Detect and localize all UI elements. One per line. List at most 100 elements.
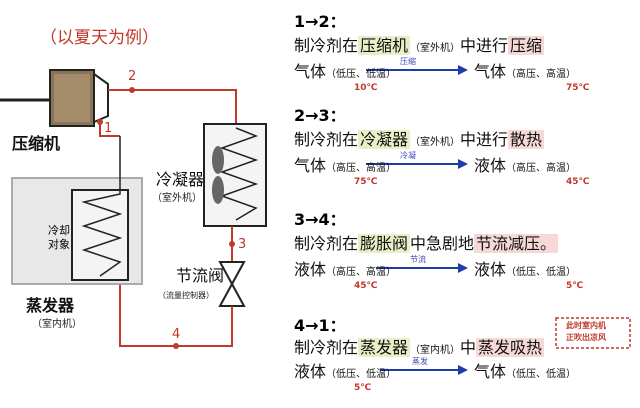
- step-3-to: 液体（低压、低温）: [474, 262, 576, 278]
- step-1-from-cond: （低压、低温）: [326, 69, 397, 80]
- compressor-head: [93, 72, 109, 124]
- step-4-to-state: 气体: [474, 362, 507, 381]
- step-1-to-state: 气体: [474, 62, 507, 81]
- step-2-to-cond: （高压、高温）: [506, 163, 577, 174]
- point-1-marker: [97, 119, 103, 125]
- point-1-label: 1: [104, 121, 113, 136]
- step-3-line: 制冷剂在膨胀阀中急剧地节流减压。: [294, 234, 559, 253]
- step-1-to: 气体（高压、高温）: [474, 64, 576, 80]
- valve-bottom-icon: [218, 281, 246, 307]
- compressor-fill: [54, 74, 90, 122]
- step-4-mid: 中: [460, 338, 477, 357]
- condenser-box: [203, 123, 267, 227]
- condenser-coil: [219, 127, 259, 221]
- step-3-from-cond: （高压、高温）: [326, 267, 397, 278]
- step-2-head: 2→3：: [294, 106, 346, 125]
- step-2-from-cond: （高压、高温）: [326, 163, 397, 174]
- evaporator-label: 蒸发器: [26, 296, 75, 315]
- expansion-sub-label: （流量控制器）: [158, 291, 214, 300]
- condenser-label: 冷凝器: [156, 170, 205, 189]
- step-2-from: 气体（高压、高温）: [294, 158, 396, 174]
- note-line-2: 正吹出凉风: [566, 333, 606, 342]
- step-3-to-state: 液体: [474, 260, 507, 279]
- step-2-mid: 中进行: [460, 130, 509, 149]
- step-3-mid: 中急剧地: [410, 234, 475, 253]
- point-3-label: 3: [238, 237, 247, 252]
- pipe-2: [108, 89, 237, 124]
- diagram-title: （以夏天为例）: [40, 28, 159, 48]
- step-3-temp-from: 45℃: [354, 281, 378, 291]
- point-2-marker: [129, 87, 135, 93]
- step-3-from-state: 液体: [294, 260, 327, 279]
- step-3-action: 节流减压。: [474, 234, 559, 253]
- point-4-marker: [173, 343, 179, 349]
- step-4-comp: 蒸发器: [358, 338, 411, 357]
- note-box: [555, 317, 631, 349]
- step-2-comp: 冷凝器: [358, 130, 411, 149]
- step-1-from-state: 气体: [294, 62, 327, 81]
- step-1-to-cond: （高压、高温）: [506, 69, 577, 80]
- valve-top-icon: [218, 261, 246, 287]
- arrow-2-head-icon: [458, 159, 468, 169]
- arrow-3-head-icon: [458, 263, 468, 273]
- step-1-mid: 中进行: [460, 36, 509, 55]
- step-4-pre: 制冷剂在: [294, 338, 359, 357]
- pipe-1: [99, 122, 120, 137]
- step-1-from: 气体（低压、低温）: [294, 64, 396, 80]
- step-3-to-cond: （低压、低温）: [506, 267, 577, 278]
- step-2-arrow-text: 冷凝: [400, 151, 416, 160]
- point-4-label: 4: [172, 327, 181, 342]
- step-1-arrow-text: 压缩: [400, 57, 416, 66]
- step-3-comp: 膨胀阀: [358, 234, 411, 253]
- step-2-to-state: 液体: [474, 156, 507, 175]
- compressor-label: 压缩机: [12, 134, 61, 153]
- step-4-comp-sub: （室内机）: [410, 345, 461, 356]
- step-2-pre: 制冷剂在: [294, 130, 359, 149]
- step-4-to: 气体（低压、低温）: [474, 364, 576, 380]
- evaporator-box: [71, 189, 129, 281]
- fan-blade-icon: [212, 176, 224, 204]
- step-1-action: 压缩: [508, 36, 545, 55]
- point-2-label: 2: [128, 69, 137, 84]
- step-2-to: 液体（高压、高温）: [474, 158, 576, 174]
- note-line-1: 此时室内机: [566, 321, 606, 330]
- step-1-comp: 压缩机: [358, 36, 411, 55]
- evaporator-sub-label: （室内机）: [32, 319, 82, 330]
- step-4-head: 4→1：: [294, 316, 346, 335]
- step-4-from-cond: （低压、低温）: [326, 369, 397, 380]
- step-4-from-state: 液体: [294, 362, 327, 381]
- cooling-object-label: 冷却对象: [48, 224, 70, 252]
- step-4-arrow-text: 蒸发: [412, 357, 428, 366]
- step-1-pre: 制冷剂在: [294, 36, 359, 55]
- step-2-temp-from: 75℃: [354, 177, 378, 187]
- expansion-label: 节流阀: [176, 266, 225, 285]
- step-1-temp-to: 75℃: [566, 83, 590, 93]
- step-3-pre: 制冷剂在: [294, 234, 359, 253]
- step-3-arrow-text: 节流: [410, 255, 426, 264]
- step-4-to-cond: （低压、低温）: [506, 369, 577, 380]
- evaporator-coil: [81, 136, 123, 277]
- step-2-from-state: 气体: [294, 156, 327, 175]
- step-4-temp-from: 5℃: [354, 383, 372, 393]
- step-4-action: 蒸发吸热: [476, 338, 545, 357]
- step-3-temp-to: 5℃: [566, 281, 584, 291]
- step-1-line: 制冷剂在压缩机（室外机）中进行压缩: [294, 36, 545, 55]
- point-3-marker: [229, 241, 235, 247]
- step-3-head: 3→4：: [294, 210, 346, 229]
- arrow-1-head-icon: [458, 65, 468, 75]
- step-2-line: 制冷剂在冷凝器（室外机）中进行散热: [294, 130, 545, 149]
- step-1-temp-from: 10℃: [354, 83, 378, 93]
- step-4-line: 制冷剂在蒸发器（室内机）中蒸发吸热: [294, 338, 545, 357]
- step-3-from: 液体（高压、高温）: [294, 262, 396, 278]
- step-1-head: 1→2：: [294, 12, 346, 31]
- fan-icon: [212, 146, 224, 174]
- step-2-action: 散热: [508, 130, 545, 149]
- step-4-from: 液体（低压、低温）: [294, 364, 396, 380]
- condenser-sub-label: （室外机）: [152, 193, 202, 204]
- step-2-temp-to: 45℃: [566, 177, 590, 187]
- arrow-4-head-icon: [458, 365, 468, 375]
- step-1-comp-sub: （室外机）: [410, 43, 461, 54]
- step-2-comp-sub: （室外机）: [410, 137, 461, 148]
